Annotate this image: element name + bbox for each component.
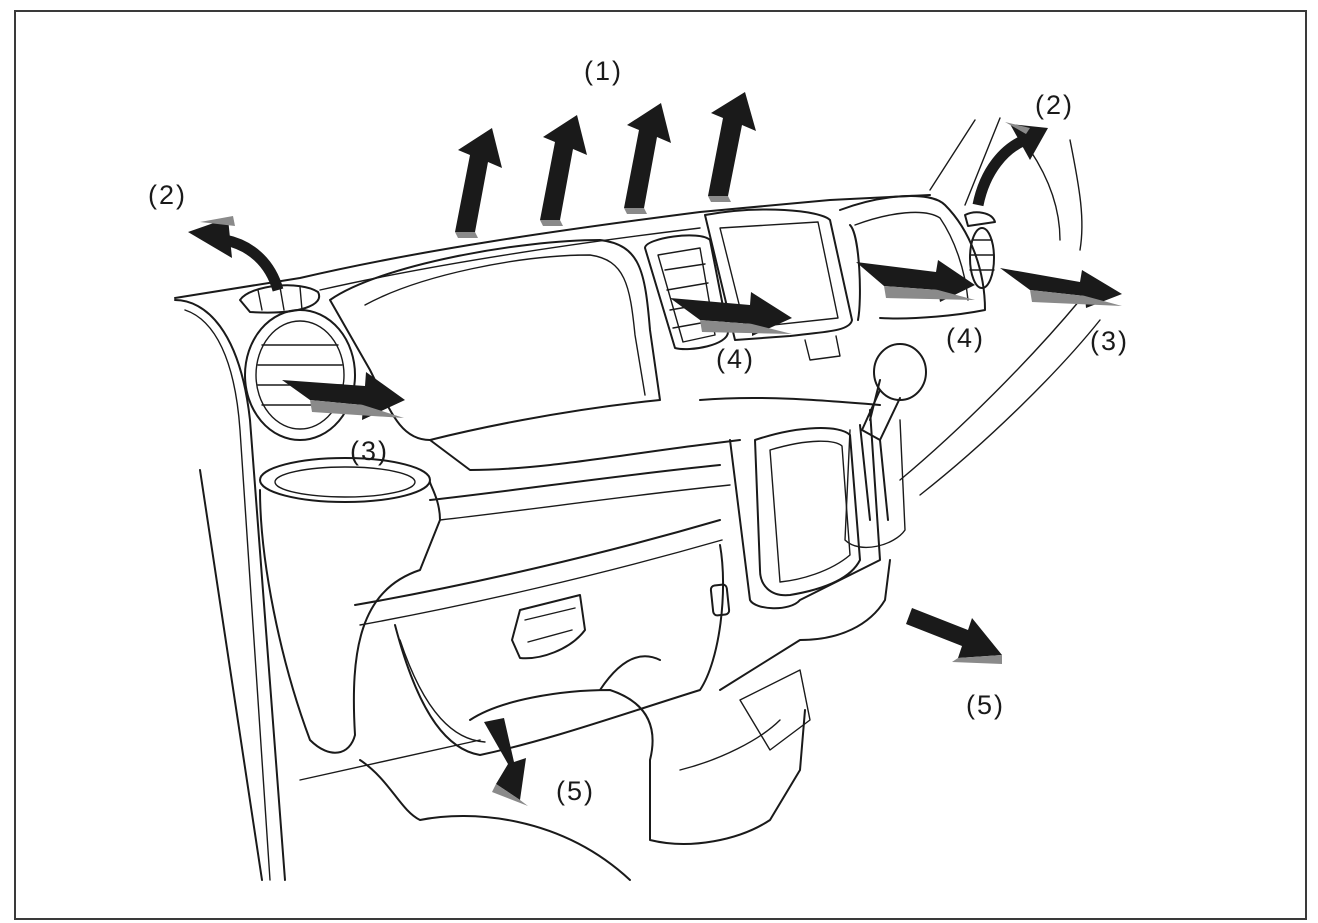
arrow-2-right <box>972 122 1048 207</box>
arrow-4-center <box>670 292 792 336</box>
callout-3-right: (3) <box>1090 326 1129 356</box>
arrow-4-right <box>856 260 975 302</box>
arrow-1d <box>708 92 756 202</box>
callout-2-left: (2) <box>148 180 187 210</box>
callout-1: (1) <box>584 56 623 86</box>
callout-4-right: (4) <box>946 323 985 353</box>
callout-4-center: (4) <box>716 344 755 374</box>
arrow-1a <box>455 128 502 238</box>
callout-3-left: (3) <box>350 436 389 466</box>
arrow-3-left <box>282 372 405 420</box>
dashboard-outline <box>174 117 1101 881</box>
removal-arrows <box>188 92 1122 806</box>
arrow-1b <box>540 115 587 226</box>
arrow-1c <box>624 103 671 214</box>
arrow-5-bottom <box>484 718 528 806</box>
arrow-5-right <box>906 608 1002 664</box>
arrow-3-right <box>1000 268 1122 308</box>
figure-frame <box>14 10 1307 920</box>
callout-5-right: (5) <box>966 690 1005 720</box>
callout-2-right: (2) <box>1035 90 1074 120</box>
callout-5-bottom: (5) <box>556 776 595 806</box>
arrow-2-left <box>188 216 284 292</box>
